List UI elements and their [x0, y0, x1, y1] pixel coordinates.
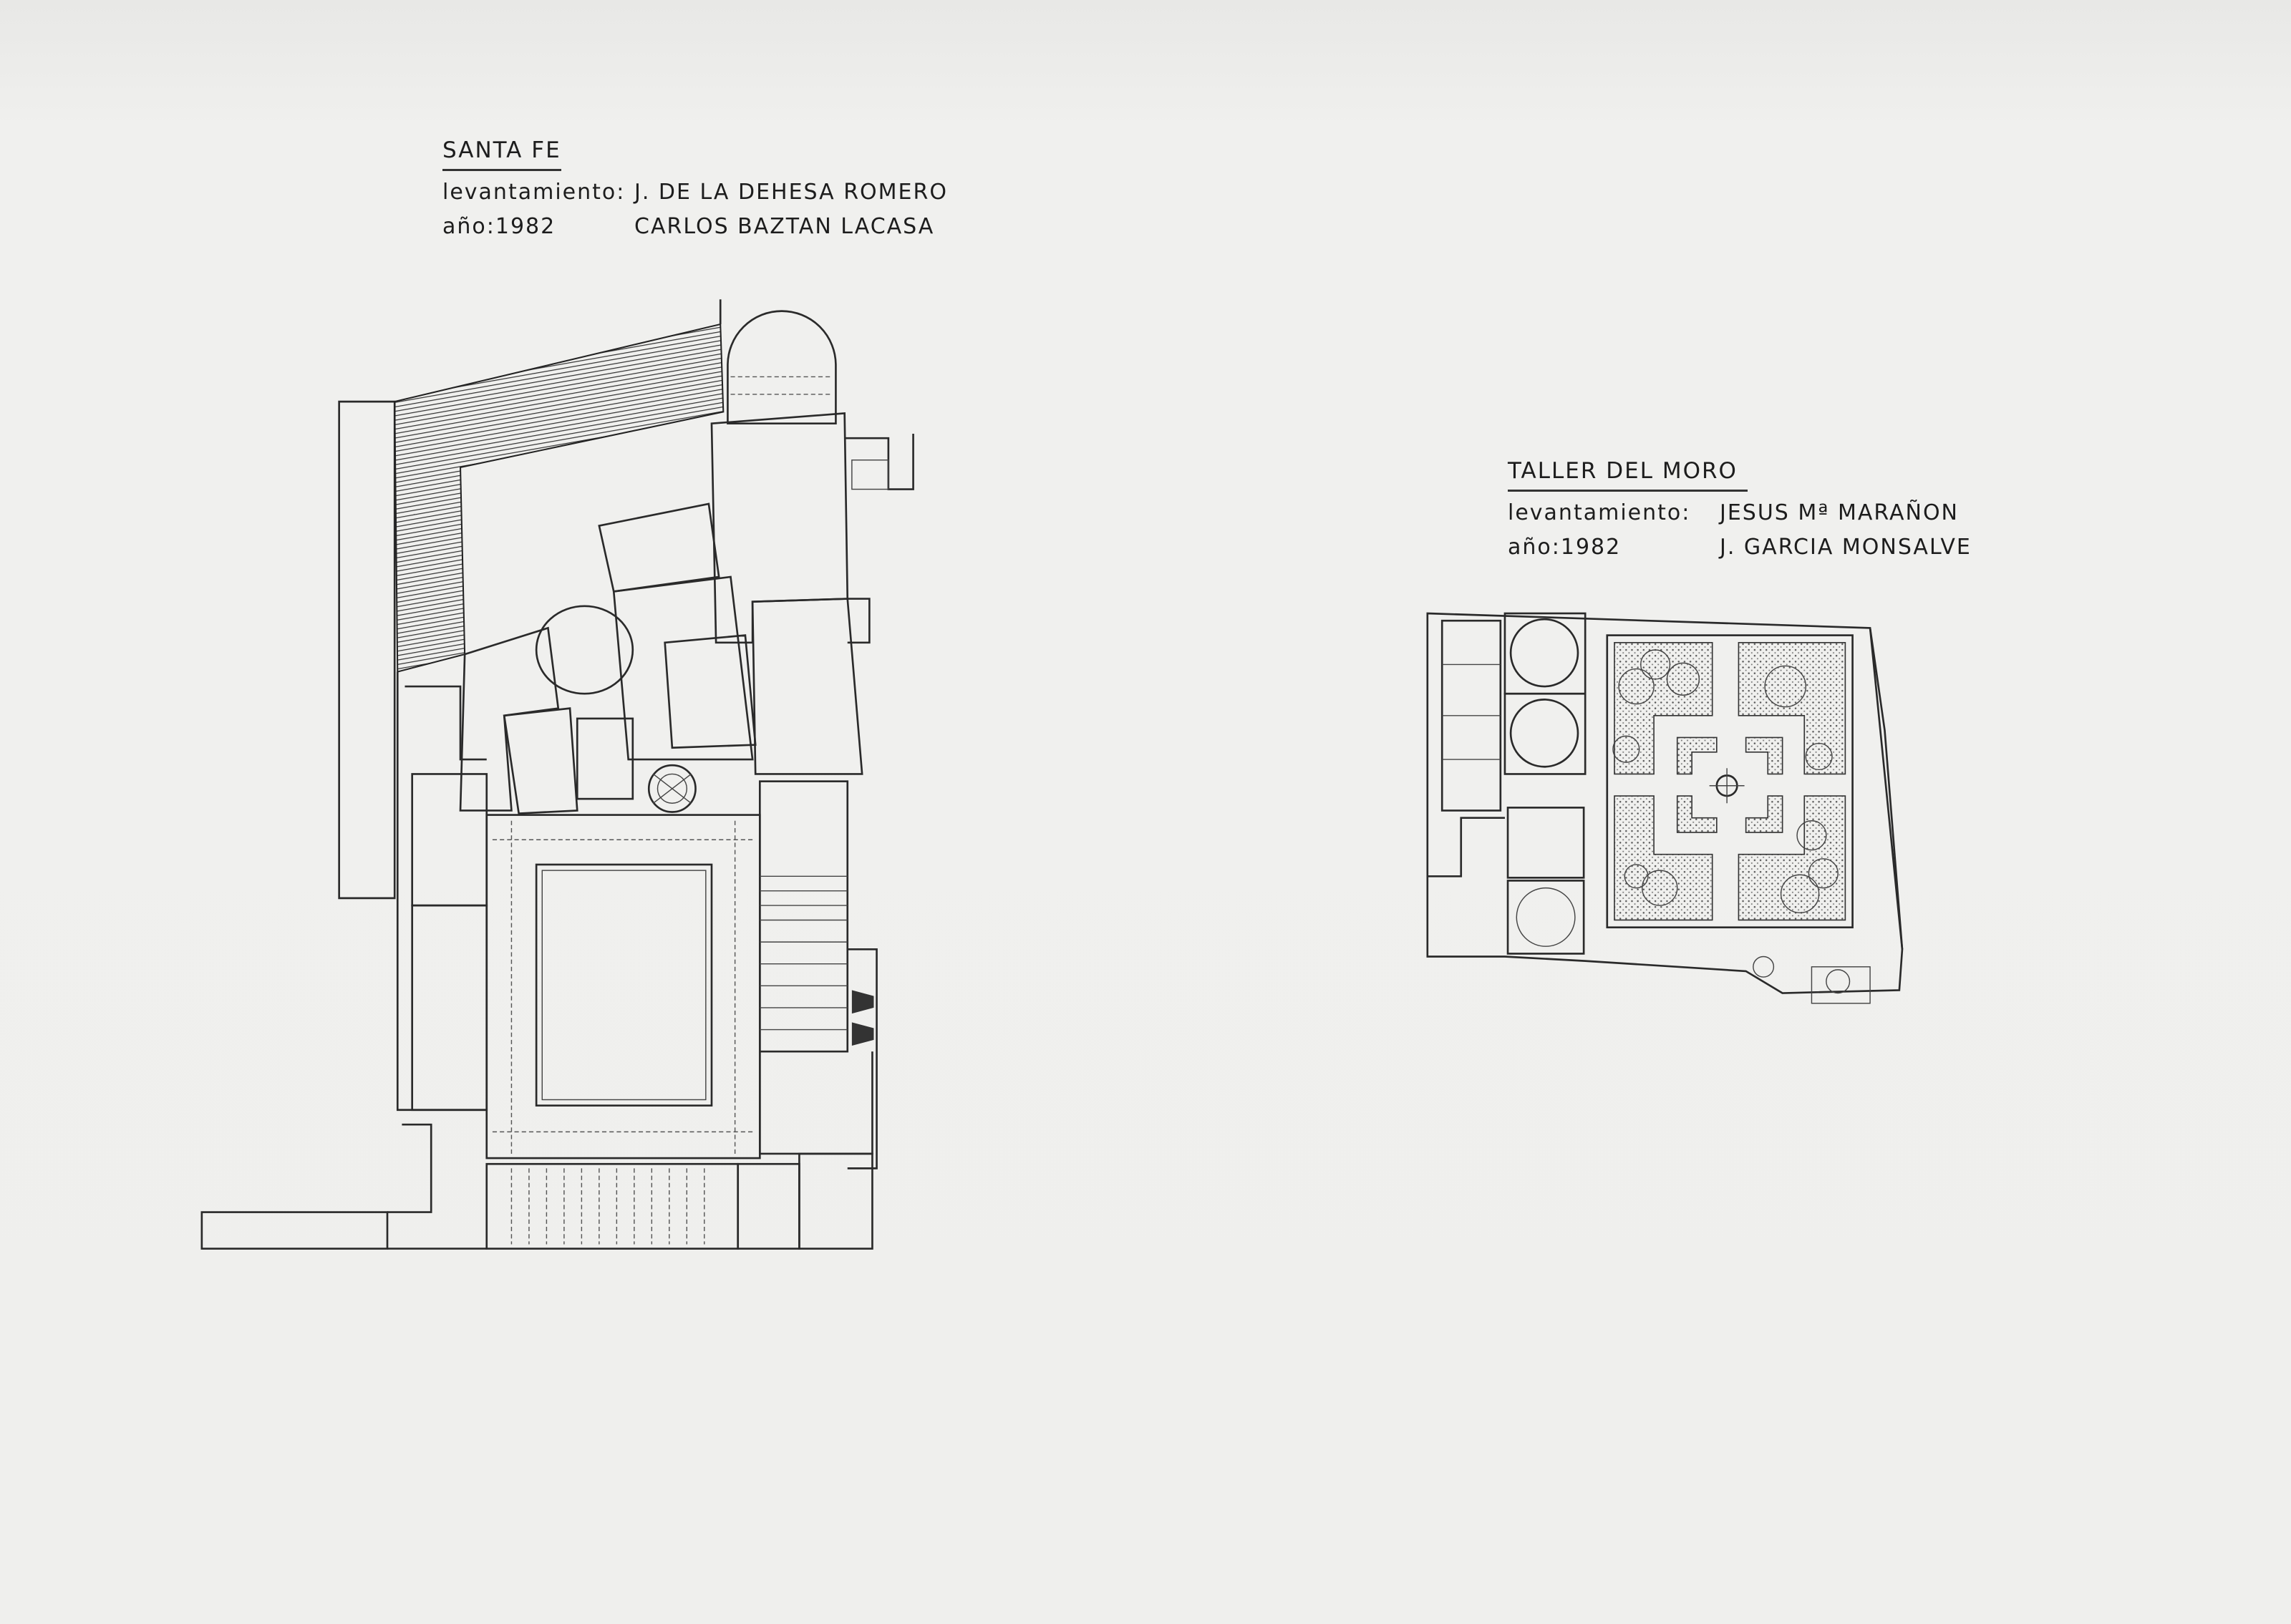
- trees: [1612, 649, 1851, 994]
- west-terrace: [338, 400, 396, 900]
- santa-fe-surveyor-2: CARLOS BAZTAN LACASA: [634, 214, 935, 239]
- apse: [727, 310, 837, 425]
- santa-fe-title-block: SANTA FE levantamiento: J. DE LA DEHESA R…: [442, 133, 948, 244]
- room: [598, 502, 720, 593]
- tower-block: [710, 412, 849, 644]
- santa-fe-year: año:1982: [442, 214, 556, 239]
- garden: [1606, 634, 1854, 929]
- bottom-left-terrace: [200, 1211, 389, 1250]
- santa-fe-surveyor-1: J. DE LA DEHESA ROMERO: [634, 180, 948, 205]
- taller-del-moro-title-block: TALLER DEL MORO levantamiento: JESUS Mª M…: [1508, 454, 1972, 565]
- domed-room: [1509, 618, 1579, 688]
- domed-room: [1509, 699, 1579, 768]
- santa-fe-plan: [200, 299, 914, 1250]
- cloister: [485, 814, 761, 1159]
- taller-survey-label: levantamiento:: [1508, 500, 1691, 525]
- round-courtyard: [535, 605, 634, 695]
- taller-year: año:1982: [1508, 535, 1622, 560]
- hatched-wall-band: [394, 323, 725, 673]
- taller-surveyor-2: J. GARCIA MONSALVE: [1720, 535, 1972, 560]
- taller-outline: [1426, 612, 1904, 994]
- taller-surveyor-1: JESUS Mª MARAÑON: [1720, 500, 1959, 525]
- taller-del-moro-plan: [1426, 612, 1904, 1004]
- bottom-stair-hall: [485, 1162, 740, 1250]
- cloister-courtyard: [535, 863, 713, 1107]
- octagonal-room: [647, 764, 697, 813]
- santa-fe-title: SANTA FE: [442, 133, 561, 171]
- side-stair-hall: [758, 780, 849, 1053]
- santa-fe-survey-label: levantamiento:: [442, 180, 626, 205]
- taller-del-moro-title: TALLER DEL MORO: [1508, 454, 1748, 492]
